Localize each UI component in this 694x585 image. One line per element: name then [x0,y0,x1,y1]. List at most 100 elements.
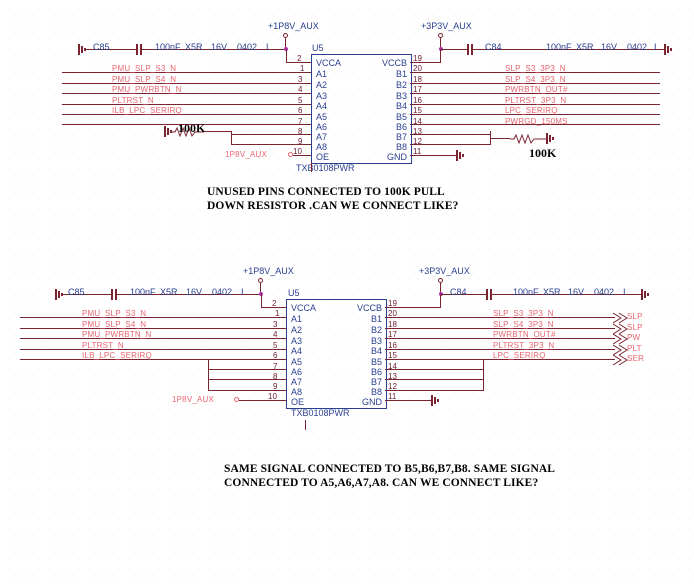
power-marker-stub [440,283,441,292]
offpage-label-pwrbtn: PW [627,333,641,342]
net-label-pwrgd-150ms-top: PWRGD_150MS [505,117,568,126]
pin-number-7-bottom: 7 [273,362,278,371]
wire-b4-top [410,104,660,105]
wire-b6-top [410,124,660,125]
pin-number-5-bottom: 5 [273,341,278,350]
pin-number-11-top: 11 [413,147,422,156]
power-marker-circle-icon [438,278,443,283]
wire-a5-top [62,114,311,115]
wire-b7-stub-bottom [385,379,484,380]
pin-name-b8-bottom: B8 [370,387,382,397]
pin-name-b2-top: B2 [395,80,407,90]
wire-c85-left-top [84,49,136,50]
pin-number-13-top: 13 [413,127,422,136]
pin-name-b4-bottom: B4 [370,346,382,356]
wire-a7-stub-bottom [208,379,286,380]
wire-a6-top [62,124,311,125]
wire-a7-stub-top [231,134,311,135]
ic-u5-partnumber-bottom: TXB0108PWR [291,408,350,418]
ic-u5-refdes-bottom: U5 [288,288,300,298]
wire-b8-stub-top [410,144,490,145]
capacitor-c85-package-bottom: 0402 [212,287,233,297]
net-label-pwrbtn-out-top: PWRBTN_OUT# [505,85,568,94]
offpage-flag-slp-s4[interactable] [612,322,635,340]
wire-a8-stub-top [231,144,311,145]
ic-u5-refdes-top: U5 [312,43,324,53]
pin-name-vccb-bottom: VCCB [356,303,382,313]
pin-name-b3-top: B3 [395,91,407,101]
pin-number-16-bottom: 16 [388,341,397,350]
pin-name-oe-bottom: OE [291,397,305,407]
pin-name-a5-top: A5 [316,112,328,122]
capacitor-c85-voltage-top: 16V [211,42,228,52]
note-text-bottom: SAME SIGNAL CONNECTED TO B5,B6,B7,B8. SA… [224,463,556,489]
pin-name-b1-bottom: B1 [370,314,382,324]
capacitor-c85-package-top: 0402 [237,42,258,52]
resistor-100k-right-symbol-top [510,132,546,150]
wire-gnd-bottom [385,400,431,401]
offpage-flag-serirq[interactable] [612,353,635,371]
pin-name-a4-top: A4 [316,101,328,111]
pin-number-8-bottom: 8 [273,372,278,381]
pin-number-17-bottom: 17 [388,330,397,339]
pin-name-a7-bottom: A7 [291,377,303,387]
net-label-oe-1p8v-aux-top: 1P8V_AUX [225,150,268,159]
wire-b1-bottom [385,317,615,318]
ic-u5-partnumber-top: TXB0108PWR [296,163,355,173]
power-marker-circle-icon [283,33,288,38]
net-label-pltrst-n-bottom: PLTRST_N [82,341,124,350]
pin-number-19-bottom: 19 [388,299,397,308]
pin-number-10-top: 10 [293,147,302,156]
pin-name-vccb-top: VCCB [381,58,407,68]
capacitor-c85-extra-top: I [266,42,269,52]
wire-vccb-drop-bottom [440,294,441,307]
wire-vcca-pin-bottom [261,307,286,308]
pin-name-a6-top: A6 [316,122,328,132]
power-marker-stub [440,38,441,47]
pin-name-a3-top: A3 [316,91,328,101]
pin-number-14-bottom: 14 [388,362,397,371]
offpage-flag-pwrbtn[interactable] [612,332,635,350]
pin-name-b1-top: B1 [395,69,407,79]
net-label-pmu-slp-s4-n-bottom: PMU_SLP_S4_N [82,320,147,329]
pin-name-b3-bottom: B3 [370,336,382,346]
pin-name-b6-bottom: B6 [370,367,382,377]
offpage-flag-slp-s3[interactable] [612,311,635,329]
wire-b2-top [410,83,660,84]
wire-c85-right-top [141,49,287,50]
capacitor-c84-refdes-bottom: C84 [450,287,467,297]
pin-name-b6-top: B6 [395,122,407,132]
net-label-slp-s4-3p3-n-bottom: SLP_S4_3P3_N [493,320,554,329]
wire-b3-top [410,93,660,94]
capacitor-c85-voltage-bottom: 16V [186,287,203,297]
net-label-pmu-slp-s3-n-bottom: PMU_SLP_S3_N [82,309,147,318]
wire-u5-tick-top [311,162,312,172]
offpage-label-pltrst: PLT [627,344,642,353]
offpage-label-slp-s4: SLP [627,323,643,332]
pin-name-b4-top: B4 [395,101,407,111]
pin-name-b2-bottom: B2 [370,325,382,335]
pin-name-a8-bottom: A8 [291,387,303,397]
pin-number-3-bottom: 3 [273,320,278,329]
pin-number-16-top: 16 [413,96,422,105]
pin-name-gnd-top: GND [387,152,407,162]
pin-name-a1-bottom: A1 [291,314,303,324]
net-label-slp-s4-3p3-n-top: SLP_S4_3P3_N [505,75,566,84]
wire-vcca-pin-top [286,62,311,63]
capacitor-c84-value-top: 100nF [546,42,572,52]
pin-number-8-top: 8 [298,127,303,136]
offpage-flag-pltrst[interactable] [612,343,635,361]
capacitor-c84-voltage-bottom: 16V [568,287,585,297]
wire-oe-bottom [239,400,286,401]
wire-bus-a-tie-bottom [208,359,209,391]
capacitor-c85-value-top: 100nF [155,42,181,52]
pin-name-a7-top: A7 [316,132,328,142]
port-symbol-oe-top [288,152,293,157]
pin-name-b5-bottom: B5 [370,357,382,367]
pin-name-a2-top: A2 [316,80,328,90]
wire-vcca-drop-top [286,49,287,62]
wire-bus-right-to-r-top [490,138,510,139]
capacitor-c84-extra-top: I [654,42,657,52]
net-label-pmu-slp-s4-n-top: PMU_SLP_S4_N [112,75,177,84]
